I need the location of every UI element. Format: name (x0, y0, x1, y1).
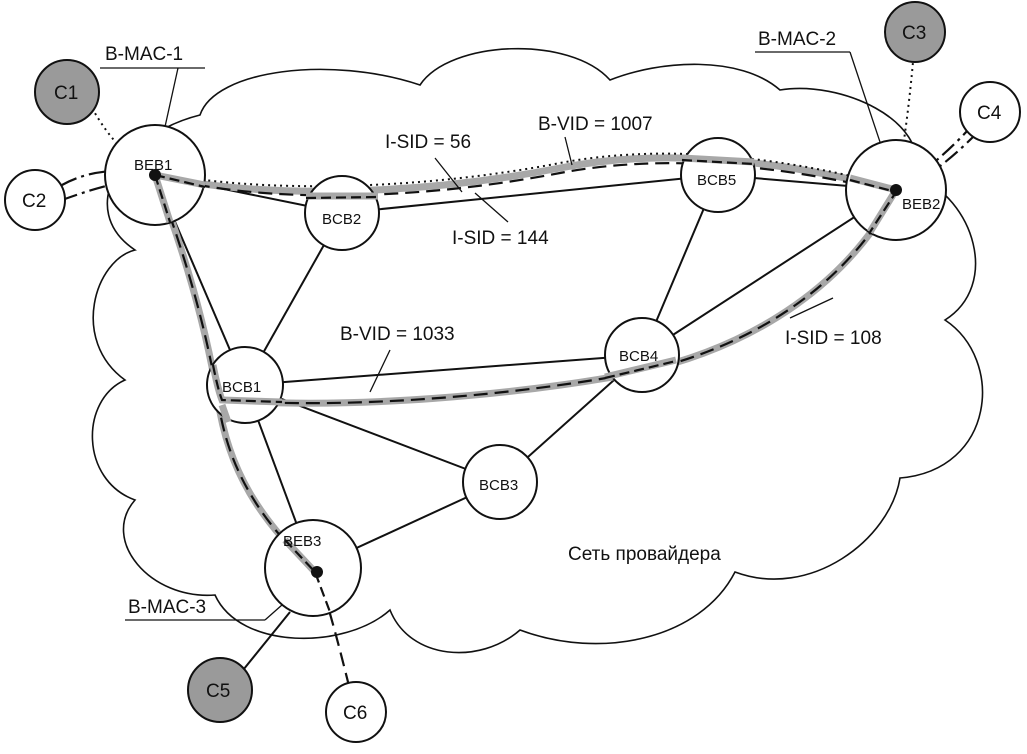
bridge-nodes (104, 124, 947, 617)
annotation-leaders (100, 51, 896, 621)
leader-isid56 (434, 157, 463, 193)
c6-label: C6 (343, 703, 367, 724)
c4-node (959, 81, 1021, 143)
overlay-dash-beb1-down (153, 174, 172, 223)
overlay-dash-bcb1 (211, 364, 283, 404)
c5-label: C5 (206, 681, 230, 702)
c2-label: C2 (22, 191, 46, 212)
beb3-label: BEB3 (283, 533, 321, 550)
provider-cloud (91, 47, 984, 654)
physical-links (154, 174, 897, 681)
isid-108-path-beb2 (221, 191, 897, 405)
isid144-annotation: I-SID = 144 (452, 228, 549, 249)
c3-label: C3 (902, 23, 926, 44)
overlay-highlight-bcb5 (681, 154, 755, 166)
bcb3-node (462, 444, 538, 520)
overlay-dash-beb1 (154, 173, 206, 189)
c2-node (4, 169, 66, 231)
customer-nodes (4, 1, 1021, 743)
c2-to-beb1 (61, 169, 156, 186)
bcb5-label: BCB5 (697, 172, 736, 189)
leader-isid144 (474, 192, 509, 223)
isid108-annotation: I-SID = 108 (785, 328, 882, 349)
isid56-annotation: I-SID = 56 (385, 132, 471, 153)
overlay-dash-bcb5 (681, 158, 755, 166)
bcb2-label: BCB2 (322, 211, 361, 228)
beb2-label: BEB2 (902, 196, 940, 213)
bmac1-annotation: B-MAC-1 (105, 44, 183, 65)
isid-144-path (154, 162, 897, 197)
c1-label: C1 (54, 83, 78, 104)
bvid1033-annotation: B-VID = 1033 (340, 324, 455, 345)
leader-bvid1007 (564, 136, 573, 166)
c6-node (325, 681, 387, 743)
beb1-bmac-dot (149, 169, 161, 181)
link-bcb1-bcb4 (244, 354, 643, 386)
beb2-bmac-dot (890, 184, 902, 196)
beb1-label: BEB1 (134, 157, 172, 174)
c2-to-beb1-b (61, 176, 156, 202)
leader-isid108 (789, 297, 834, 319)
bmac2-annotation: B-MAC-2 (758, 29, 836, 50)
bcb3-label: BCB3 (479, 477, 518, 494)
overlay-dash-bcb2 (305, 195, 379, 200)
beb3-bmac-dot (311, 566, 323, 578)
provider-network-label: Сеть провайдера (568, 544, 721, 565)
bmac3-annotation: B-MAC-3 (128, 597, 206, 618)
bvid1007-annotation: B-VID = 1007 (538, 114, 653, 135)
overlay-dash-bcb4 (604, 359, 677, 380)
service-paths-over-nodes (151, 154, 902, 613)
bmac-points (149, 169, 902, 578)
overlay-highlight-bcb1-down (218, 403, 232, 424)
c1-node (34, 59, 100, 125)
isid-56-path (154, 152, 897, 188)
c3-node (884, 1, 946, 63)
bcb4-label: BCB4 (619, 348, 658, 365)
c4-label: C4 (977, 103, 1002, 124)
path-highlight-beb1-beb2 (151, 154, 900, 195)
link-bcb2-bcb5 (341, 174, 719, 214)
bcb1-label: BCB1 (222, 379, 261, 396)
c5-node (187, 657, 253, 723)
leader-bvid1033 (369, 349, 391, 393)
